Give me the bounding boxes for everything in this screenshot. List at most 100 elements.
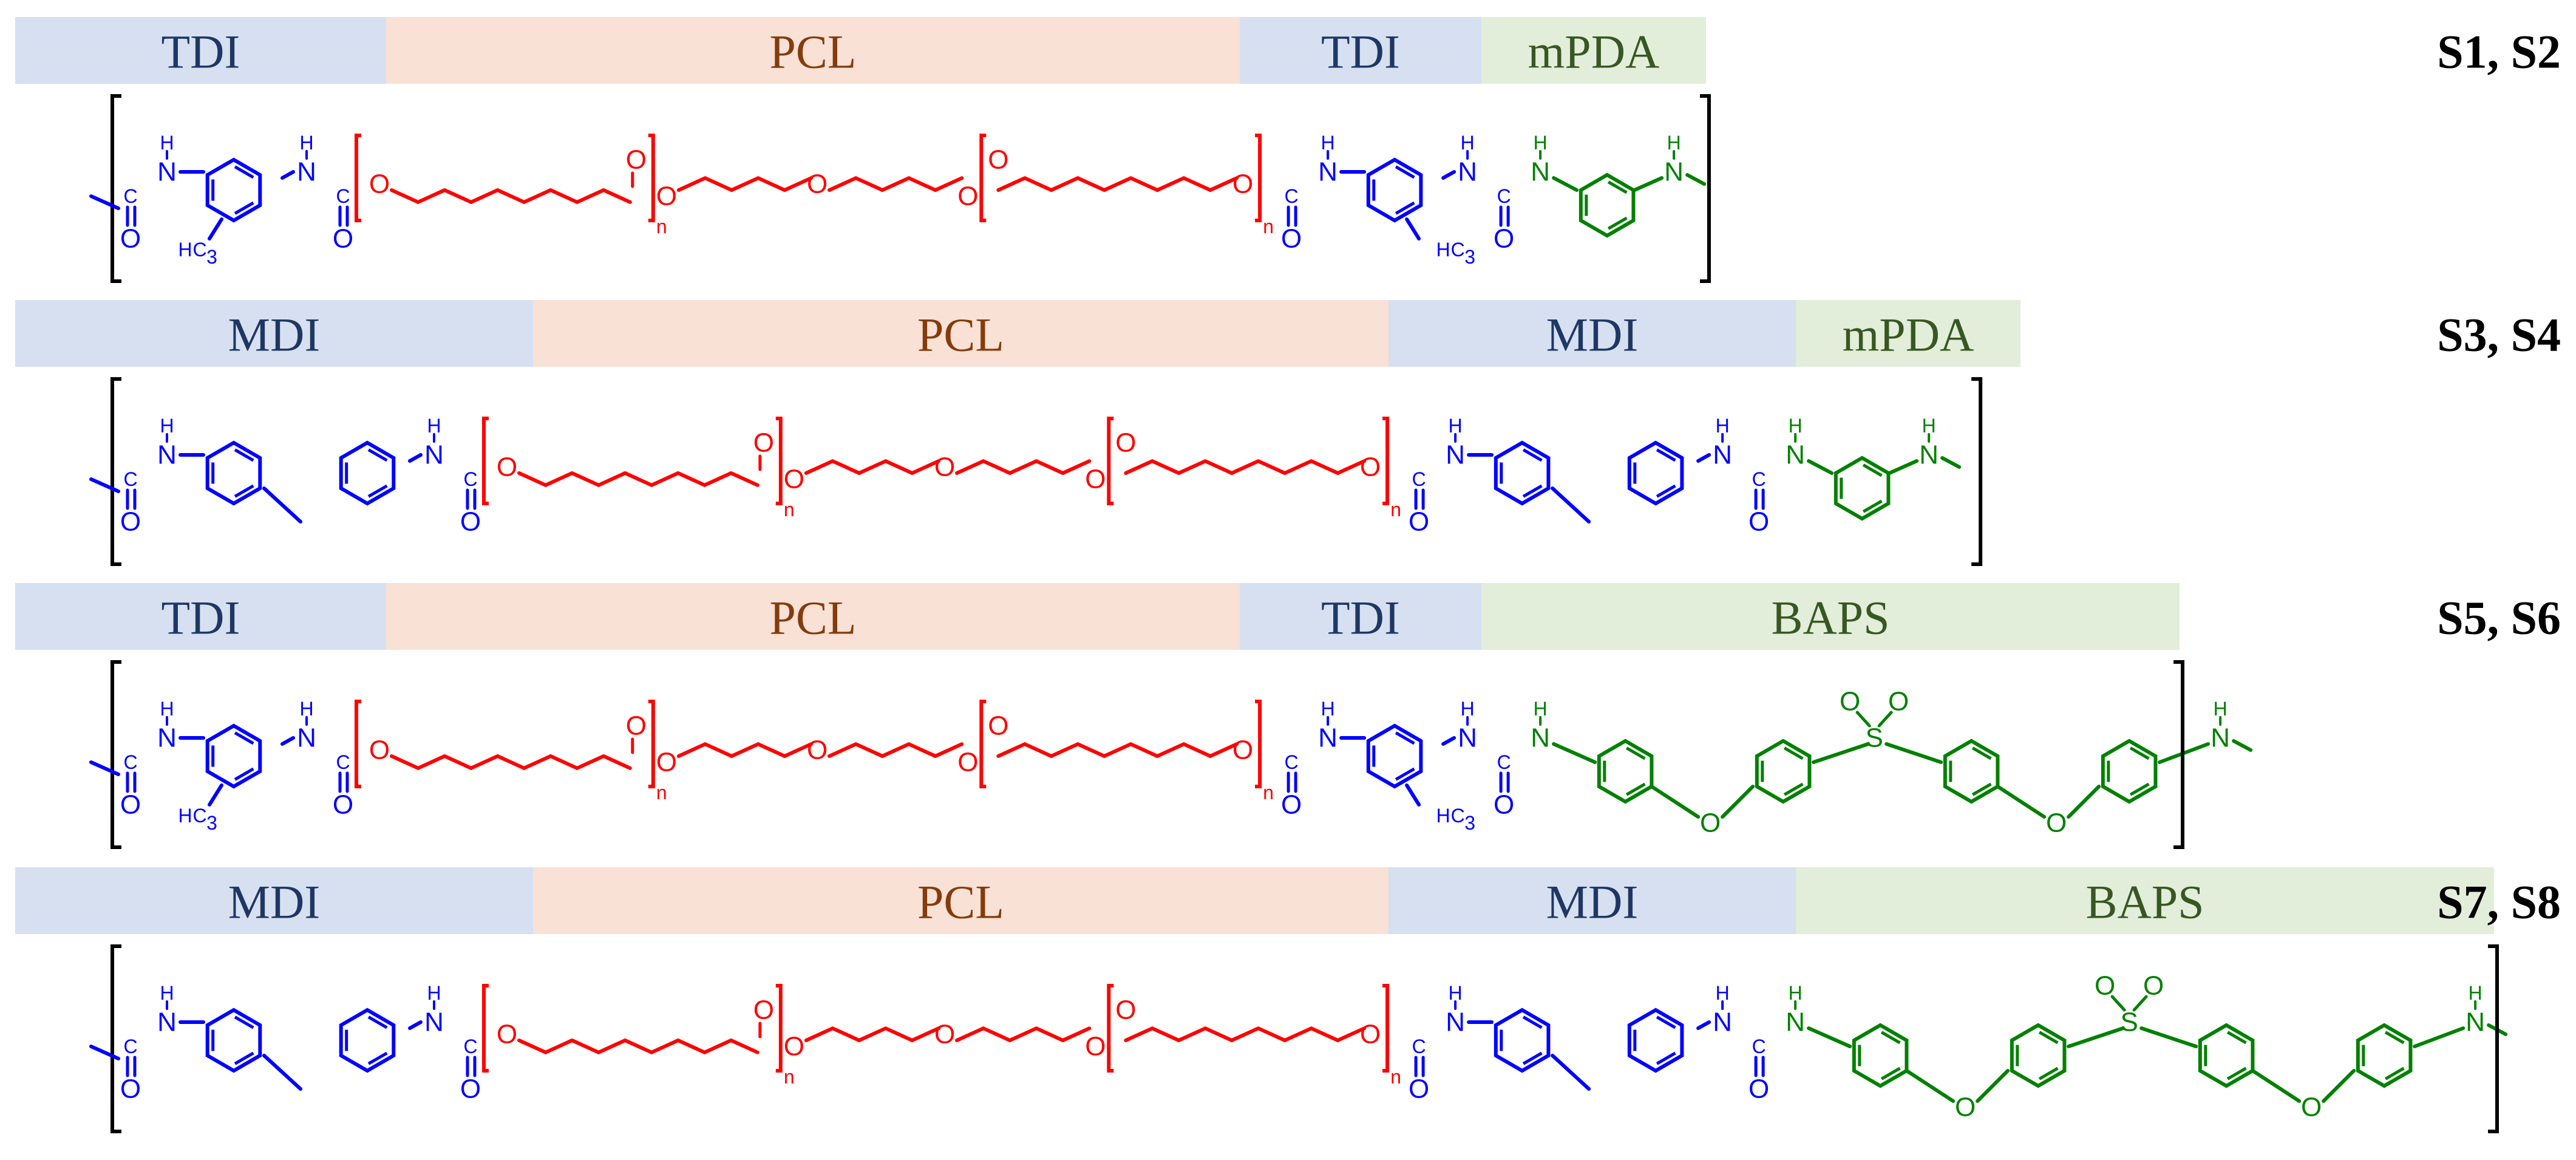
segment-label: TDI (161, 26, 240, 78)
bond (730, 176, 760, 192)
hydrogen-atom: H (427, 415, 441, 437)
bond (1022, 176, 1053, 192)
bond (1551, 486, 1591, 524)
ester-oxygen: O (656, 748, 677, 777)
bond (955, 1026, 985, 1042)
oxygen-atom: O (460, 507, 481, 537)
bond (89, 194, 120, 210)
segment-label: PCL (917, 309, 1004, 361)
bond (1208, 742, 1239, 758)
segment-label: MDI (1546, 876, 1639, 929)
oxygen-atom: O (1748, 1074, 1769, 1104)
carbonyl-oxygen: O (753, 995, 774, 1025)
repeat-bracket-open (979, 700, 987, 788)
bond (933, 176, 964, 192)
bond (443, 754, 473, 770)
sulfur-atom: S (2120, 1008, 2138, 1037)
aromatic-bond (1862, 463, 1883, 477)
repeat-bracket-open (355, 134, 361, 222)
hydrogen-atom: H (1789, 982, 1803, 1004)
repeat-bracket-open (979, 134, 987, 222)
bond (1155, 742, 1186, 758)
aromatic-bond (1395, 731, 1415, 745)
benzene-ring (1627, 440, 1684, 506)
hydrogen-atom: H (160, 982, 174, 1004)
polymer-bracket-open (110, 944, 121, 1133)
aromatic-bond (367, 484, 388, 498)
repeat-count-label: n (1263, 216, 1274, 237)
bond (1061, 459, 1092, 475)
nitrogen-atom: N (297, 157, 316, 187)
bond (883, 1026, 914, 1042)
carbonyl-oxygen: O (988, 711, 1008, 741)
bond (996, 176, 1027, 192)
repeat-bracket-close (648, 134, 655, 222)
bond (703, 742, 734, 758)
aromatic-bond (2226, 1066, 2247, 1080)
bond (623, 471, 654, 487)
hydrogen-atom: H (1449, 415, 1463, 437)
bond (1177, 459, 1208, 475)
aromatic-bond (1656, 448, 1676, 462)
bond (831, 459, 861, 475)
segment-label: TDI (1321, 26, 1400, 78)
benzene-ring (205, 157, 262, 223)
segment-label: TDI (161, 592, 240, 644)
nitrogen-atom: N (2466, 1008, 2485, 1037)
aromatic-bond (234, 484, 254, 498)
segment-band-iso (15, 583, 386, 650)
polymer-bracket-open (110, 94, 121, 283)
carbon-atom: C (192, 805, 206, 827)
oxygen-atom: O (1232, 735, 1253, 765)
repeat-bracket-open (1107, 417, 1114, 505)
nitrogen-atom: N (1919, 440, 1939, 470)
segment-band-iso (15, 17, 386, 84)
nitrogen-atom: N (157, 157, 177, 187)
segment-label: mPDA (1843, 309, 1974, 361)
repeat-bracket-close (648, 700, 655, 788)
bond (1035, 459, 1065, 475)
aromatic-bond (1522, 1015, 1543, 1029)
bond (1996, 785, 2047, 819)
polymer-bracket-close (2488, 944, 2499, 1133)
hydrogen-atom: H (160, 132, 174, 154)
segment-label: MDI (228, 876, 321, 929)
bond (89, 477, 120, 493)
benzene-ring (2101, 739, 2158, 804)
segment-label: PCL (769, 592, 856, 644)
bond (2110, 995, 2126, 1012)
aromatic-bond (2384, 1066, 2405, 1080)
benzene-ring (205, 1008, 262, 1073)
benzene-ring (205, 440, 262, 506)
aromatic-bond (1395, 201, 1415, 215)
repeat-bracket-close (1382, 984, 1390, 1073)
bond (1102, 176, 1133, 192)
ether-oxygen: O (807, 735, 828, 765)
aromatic-bond (1862, 499, 1883, 513)
bond (1441, 736, 1456, 746)
carbon-atom: C (463, 1035, 477, 1057)
benzene-ring (1579, 172, 1636, 238)
ester-oxygen: O (1085, 465, 1106, 494)
aromatic-bond (1656, 484, 1676, 498)
bond (1552, 176, 1579, 192)
hydrogen-atom: H (1321, 698, 1335, 720)
bond (1405, 783, 1421, 807)
nitrogen-atom: N (1531, 157, 1550, 187)
bond (2413, 1026, 2466, 1048)
bond (804, 459, 835, 475)
bond (1336, 459, 1367, 475)
segment-band-iso (15, 300, 533, 367)
repeat-bracket-open (482, 984, 489, 1073)
bond (910, 459, 941, 475)
bond (469, 754, 500, 770)
bond (1721, 785, 1755, 819)
ester-oxygen: O (784, 1032, 804, 1062)
hydrogen-atom: H (1534, 698, 1548, 720)
aromatic-bond (234, 1015, 254, 1029)
bond (1129, 176, 1160, 192)
segment-label: MDI (1546, 309, 1639, 361)
bond (543, 471, 574, 487)
